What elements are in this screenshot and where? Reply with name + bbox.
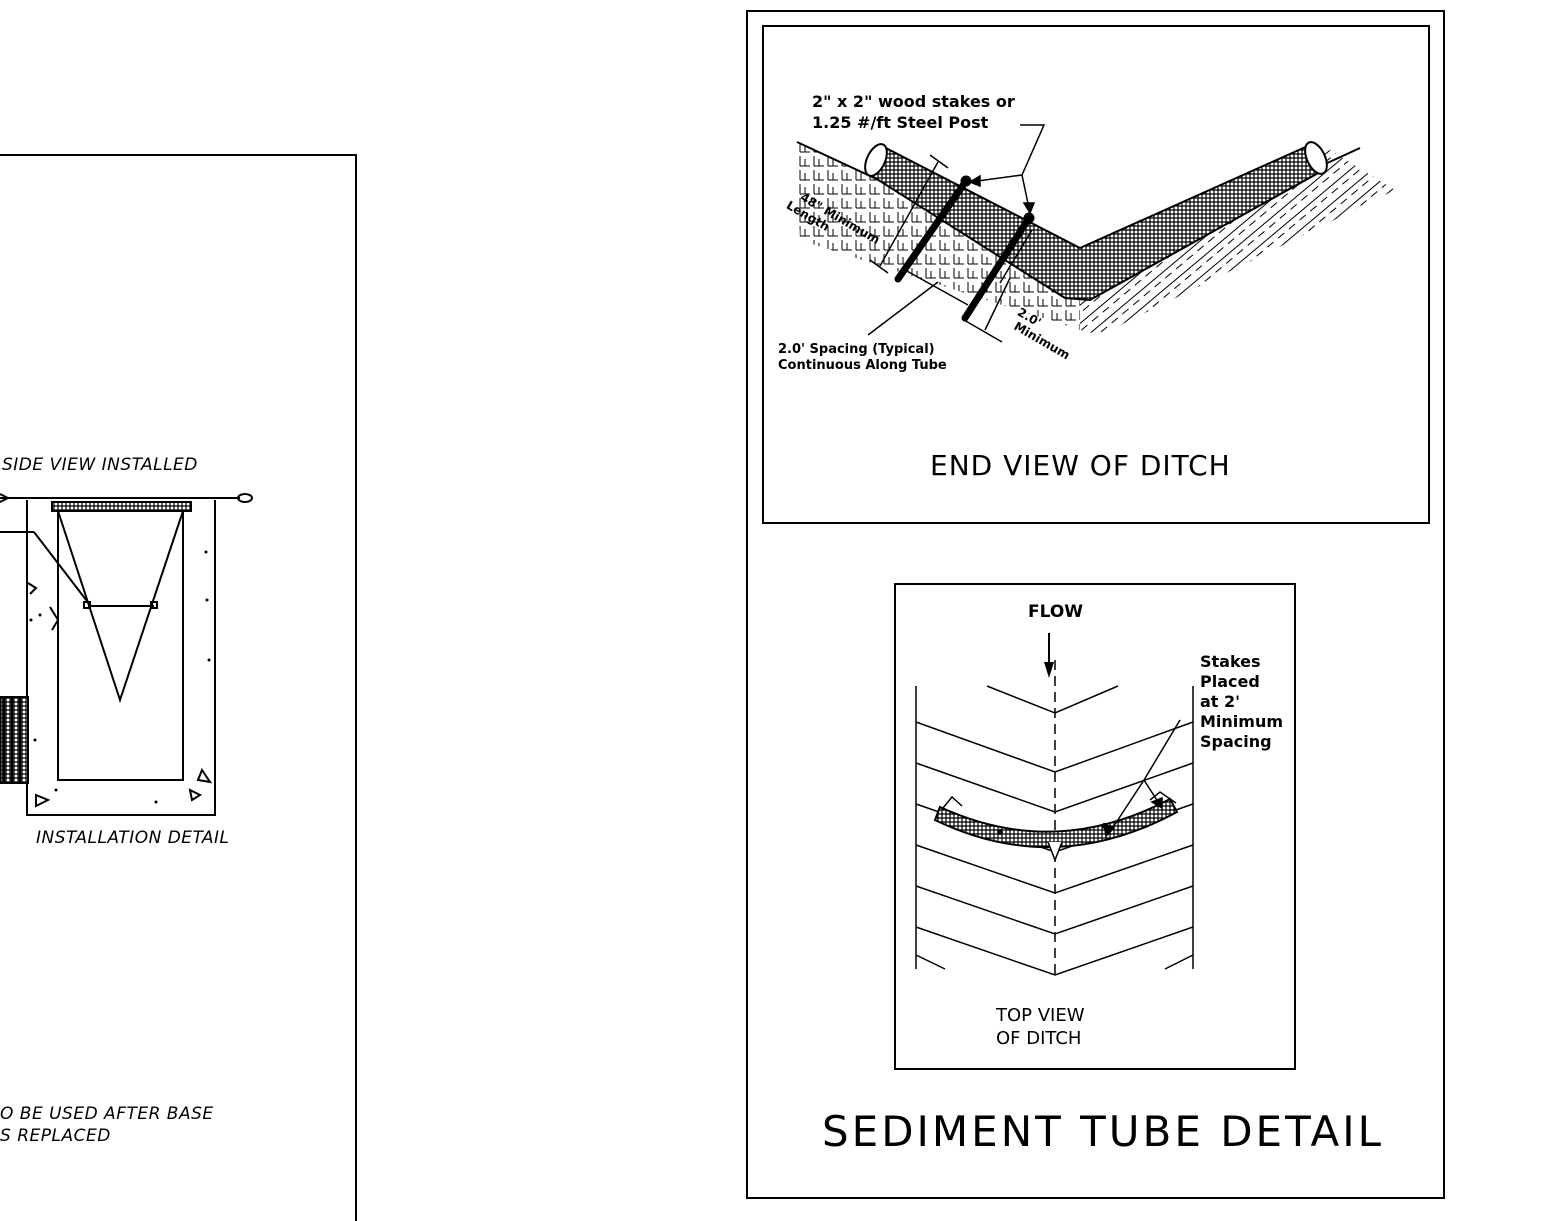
stake-right [961,214,1033,322]
side-view-installed-label: SIDE VIEW INSTALLED [2,455,198,475]
sediment-tube-end-view [864,141,1328,302]
stakes-note-leaders [1103,719,1181,838]
side-view-installed-drawing [0,493,253,816]
stakes-note: Stakes Placed at 2' Minimum Spacing [1200,652,1284,751]
installation-detail-label: INSTALLATION DETAIL [36,828,230,848]
left-tube-coil [0,696,29,784]
stakes [894,175,1035,322]
left-sheet-frame [0,154,357,1221]
sediment-tube-top-view [933,791,1179,863]
flow-label: FLOW [1028,602,1084,622]
sheet-title: SEDIMENT TUBE DETAIL [822,1107,1385,1156]
end-view-leaders [867,124,1046,343]
top-view-title: TOP VIEW OF DITCH [996,1005,1085,1049]
side-dots [29,550,211,804]
stake-note-line2: 1.25 #/ft Steel Post [812,113,989,132]
top-view-frame [894,583,1296,1070]
stake-left [894,177,970,283]
spacing-note: 2.0' Spacing (Typical) Continuous Along … [778,342,947,373]
end-view-frame [762,25,1430,524]
stake-note-line1: 2" x 2" wood stakes or [812,92,1015,111]
left-note-line1: O BE USED AFTER BASE [0,1104,214,1124]
top-view-flow-arrow [1044,633,1054,678]
left-note-line2: S REPLACED [0,1126,111,1146]
sediment-sheet-border [746,10,1445,1199]
end-view-title: END VIEW OF DITCH [930,449,1231,482]
